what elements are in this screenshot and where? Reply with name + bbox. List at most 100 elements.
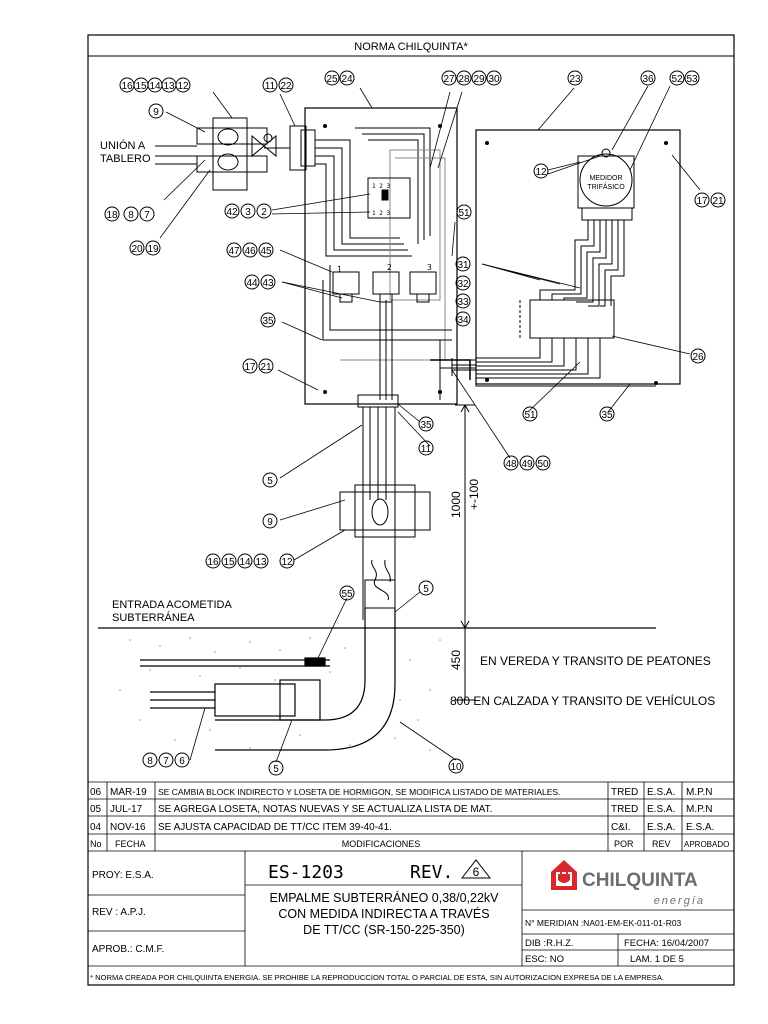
entrada-label-2: SUBTERRÁNEA <box>112 611 195 624</box>
svg-text:52: 52 <box>671 74 683 85</box>
revision-triangle-icon <box>460 859 492 879</box>
balloon-3: 3 <box>240 203 256 219</box>
balloon-30: 30 <box>486 70 502 86</box>
buried-conduit <box>140 608 396 751</box>
balloon-51b: 51 <box>522 406 538 422</box>
svg-text:48: 48 <box>505 459 517 470</box>
cabinet-wiring <box>315 127 476 400</box>
svg-text:E.S.A.: E.S.A. <box>647 787 675 798</box>
description-line-3: DE TT/CC (SR-150-225-350) <box>303 923 465 937</box>
svg-text:30: 30 <box>488 74 500 85</box>
svg-text:51: 51 <box>524 410 536 421</box>
svg-text:FECHA: FECHA <box>115 839 146 849</box>
svg-text:9: 9 <box>267 517 273 528</box>
balloon-46: 46 <box>242 242 258 258</box>
svg-text:50: 50 <box>537 459 549 470</box>
balloon-23: 23 <box>567 70 583 86</box>
phase-1-label: 1 <box>337 265 342 274</box>
balloon-7b: 7 <box>158 752 174 768</box>
balloon-25: 25 <box>324 70 340 86</box>
balloon-52: 52 <box>669 70 685 86</box>
balloon-28: 28 <box>456 70 472 86</box>
revision-number: 6 <box>473 865 480 879</box>
balloon-15: 15 <box>133 77 149 93</box>
balloon-26: 26 <box>690 348 706 364</box>
svg-text:5: 5 <box>423 584 429 595</box>
svg-text:51: 51 <box>458 208 470 219</box>
svg-text:TRED: TRED <box>611 804 638 815</box>
svg-text:21: 21 <box>260 362 272 373</box>
balloon-13b: 13 <box>253 553 269 569</box>
lam-field: LAM. 1 DE 5 <box>630 954 684 965</box>
brand-name: CHILQUINTA <box>582 870 698 891</box>
svg-text:MAR-19: MAR-19 <box>110 787 147 798</box>
svg-text:APROBADO: APROBADO <box>684 840 729 849</box>
balloon-35: 35 <box>260 312 276 328</box>
soil-hatching <box>119 637 441 751</box>
balloon-12c: 12 <box>279 553 295 569</box>
svg-text:21: 21 <box>712 196 724 207</box>
balloon-10: 10 <box>448 758 464 774</box>
test-block: 1 2 3 1 2 3 <box>367 177 411 219</box>
meter-label: MEDIDOR <box>589 175 622 182</box>
footer-note: * NORMA CREADA POR CHILQUINTA ENERGIA. S… <box>90 973 664 982</box>
svg-text:1 2 3: 1 2 3 <box>372 183 390 190</box>
balloon-48: 48 <box>503 455 519 471</box>
balloon-16b: 16 <box>205 553 221 569</box>
svg-text:35: 35 <box>262 316 274 327</box>
svg-text:31: 31 <box>457 260 469 271</box>
svg-text:3: 3 <box>245 207 251 218</box>
header-title: NORMA CHILQUINTA* <box>354 41 468 53</box>
svg-text:27: 27 <box>443 74 455 85</box>
balloon-35b: 35 <box>418 416 434 432</box>
svg-text:8: 8 <box>128 210 134 221</box>
svg-text:15: 15 <box>135 81 147 92</box>
balloon-49: 49 <box>519 455 535 471</box>
svg-text:17: 17 <box>696 196 708 207</box>
dib-field: DIB :R.H.Z. <box>525 938 574 949</box>
balloon-2: 2 <box>256 203 272 219</box>
svg-text:47: 47 <box>228 246 240 257</box>
balloon-50: 50 <box>535 455 551 471</box>
balloon-5b: 5 <box>418 580 434 596</box>
meter-cabinet-left <box>304 107 458 405</box>
revision-label: REV. <box>410 862 453 883</box>
svg-text:28: 28 <box>458 74 470 85</box>
svg-text:26: 26 <box>692 352 704 363</box>
meter-wiring <box>451 220 625 379</box>
svg-text:19: 19 <box>147 244 159 255</box>
title-block-grid <box>88 851 734 967</box>
fecha-field: FECHA: 16/04/2007 <box>624 938 709 949</box>
balloon-5c: 5 <box>268 760 284 776</box>
balloon-11b: 11 <box>418 440 434 456</box>
balloon-44: 44 <box>244 274 260 290</box>
svg-text:55: 55 <box>341 589 353 600</box>
svg-text:13: 13 <box>163 81 175 92</box>
meridian-field: N° MERIDIAN :NA01-EM-EK-011-01-R03 <box>525 918 682 928</box>
svg-text:45: 45 <box>260 246 272 257</box>
balloon-22: 22 <box>278 77 294 93</box>
svg-text:16: 16 <box>207 557 219 568</box>
svg-text:44: 44 <box>246 278 258 289</box>
balloon-8b: 8 <box>142 752 158 768</box>
balloon-33: 33 <box>455 293 471 309</box>
balloon-29: 29 <box>471 70 487 86</box>
svg-text:35: 35 <box>420 420 432 431</box>
svg-text:35: 35 <box>601 410 613 421</box>
balloon-13: 13 <box>161 77 177 93</box>
svg-text:29: 29 <box>473 74 485 85</box>
dimension-1000-value: 1000 <box>449 491 463 518</box>
svg-text:E.S.A.: E.S.A. <box>647 804 675 815</box>
entrada-label-1: ENTRADA ACOMETIDA <box>112 599 232 611</box>
svg-text:SE AJUSTA CAPACIDAD DE TT/CC I: SE AJUSTA CAPACIDAD DE TT/CC ITEM 39-40-… <box>158 822 392 833</box>
svg-text:53: 53 <box>686 74 698 85</box>
esc-field: ESC: NO <box>525 954 564 965</box>
svg-text:18: 18 <box>106 210 118 221</box>
phase-3-label: 3 <box>427 263 432 272</box>
balloon-16: 16 <box>119 77 135 93</box>
balloon-32: 32 <box>455 275 471 291</box>
conduit-vertical <box>339 394 431 620</box>
svg-text:12: 12 <box>177 81 189 92</box>
balloon-24: 24 <box>339 70 355 86</box>
leader-lines <box>159 85 701 763</box>
